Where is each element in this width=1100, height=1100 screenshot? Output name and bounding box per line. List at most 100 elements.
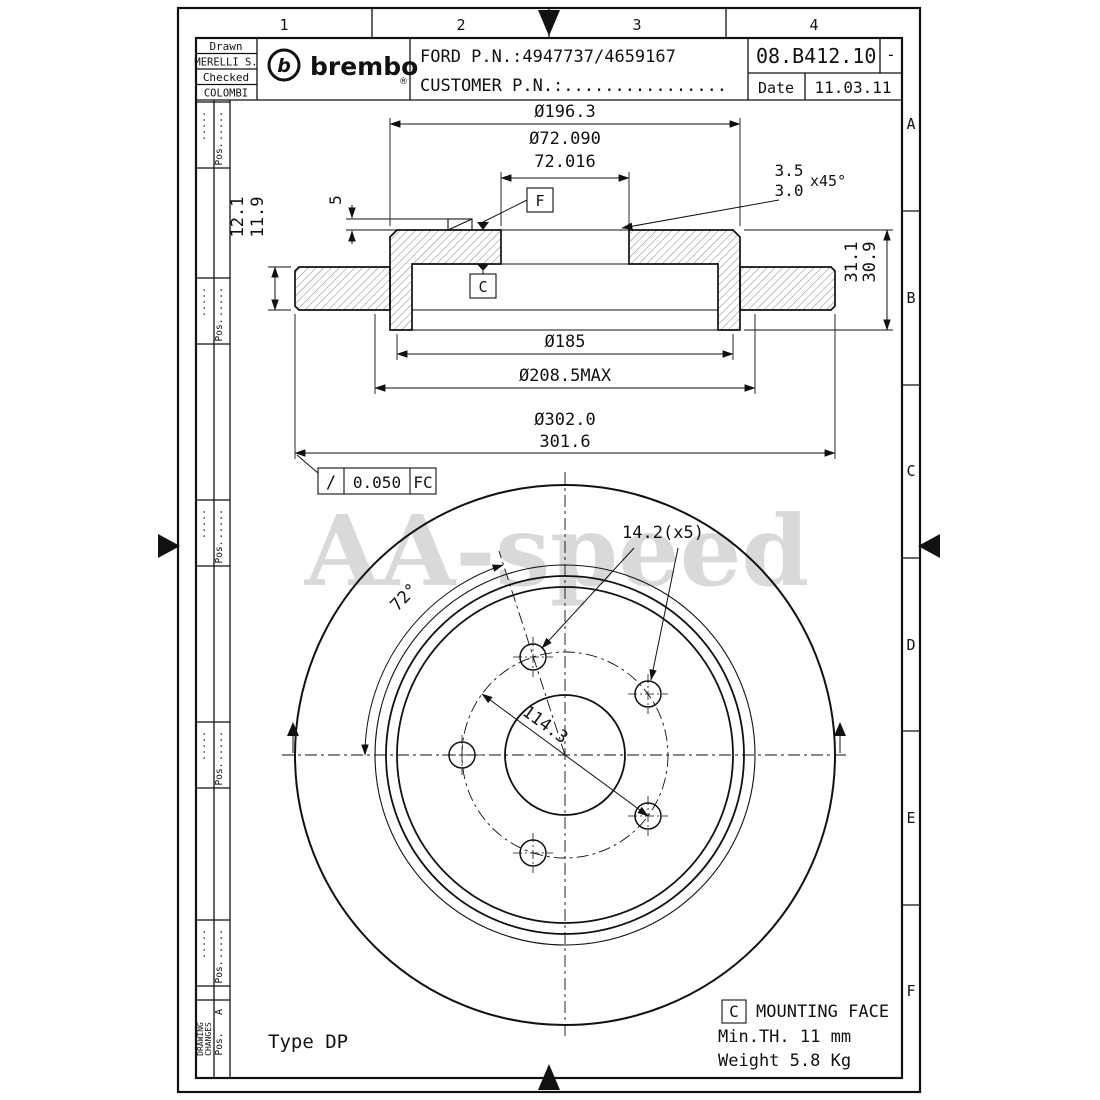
centering-mark-left — [158, 534, 180, 558]
dim-text: 30.9 — [860, 242, 880, 283]
dim-text: 3.5 — [775, 161, 804, 180]
revision-dots: ..... — [197, 509, 208, 539]
pos-label: Pos. — [214, 763, 225, 786]
drawn-name: MERELLI S. — [194, 57, 257, 69]
type-label: Type DP — [268, 1031, 348, 1053]
revision-strip: ..... ..... Pos. ..... ..... Pos. ..... … — [196, 100, 231, 1078]
customer-part-number: CUSTOMER P.N.:................ — [420, 76, 727, 96]
datum-f-flag: F — [477, 187, 554, 230]
grid-row-label: D — [906, 636, 915, 654]
dim-bolt-holes: 14.2(x5) — [541, 523, 704, 681]
grid-row-label: F — [906, 982, 915, 1000]
hat-section-right — [628, 229, 741, 331]
datum-letter: C — [729, 1002, 739, 1021]
dim-text: Ø208.5MAX — [519, 366, 612, 386]
dim-outer-dia: Ø302.0 301.6 — [294, 314, 836, 459]
dim-text: x45° — [810, 172, 846, 190]
revision-dots: ..... — [214, 929, 225, 959]
centering-marks — [158, 10, 940, 1090]
revision-dots: ..... — [197, 929, 208, 959]
weight-note: Weight 5.8 Kg — [718, 1051, 851, 1071]
dim-text: 12.1 — [228, 197, 248, 238]
grid-col-label: 2 — [456, 16, 465, 34]
balance-clip — [447, 218, 473, 231]
drawing-changes-label: CHANGES — [204, 1022, 213, 1056]
brembo-logo-initial: b — [277, 55, 291, 77]
gdt-symbol-icon: / — [326, 473, 336, 493]
dim-text: Ø196.3 — [534, 102, 595, 122]
section-view: Ø196.3 Ø72.090 72.016 3.5 3.0 x45° 12.1 … — [228, 102, 893, 495]
section-arrow-left — [287, 722, 299, 753]
mounting-face-note: C MOUNTING FACE — [721, 999, 889, 1024]
dim-dia-208: Ø208.5MAX — [374, 314, 756, 394]
checked-label: Checked — [203, 71, 249, 84]
mounting-face-text: MOUNTING FACE — [756, 1002, 889, 1022]
registered-mark-icon: ® — [399, 77, 408, 87]
disc-section-geometry — [294, 218, 836, 331]
centering-mark-bottom — [538, 1064, 560, 1090]
dim-text: Ø72.090 — [529, 129, 601, 149]
dim-dia-185: Ø185 — [396, 332, 734, 360]
grid-row-label: E — [906, 809, 915, 827]
dim-text: 72.016 — [534, 152, 595, 172]
gdt-datum: FC — [413, 473, 432, 492]
dim-text: 31.1 — [842, 242, 862, 283]
dim-hat-outer-dia: Ø196.3 — [389, 102, 741, 226]
pos-label: Pos. — [214, 143, 225, 166]
dim-text: 301.6 — [539, 432, 590, 452]
dim-text: 14.2(x5) — [622, 523, 704, 543]
gdt-value: 0.050 — [353, 473, 401, 492]
checked-name: COLOMBI — [204, 88, 248, 100]
dim-text: 5 — [326, 195, 345, 205]
friction-ring-section-right — [739, 266, 836, 311]
dim-five: 5 — [326, 195, 448, 244]
dim-disc-thickness: 12.1 11.9 — [228, 197, 291, 311]
grid-col-label: 3 — [632, 16, 641, 34]
revision-dots: ..... — [197, 731, 208, 761]
grid-row-label: A — [906, 115, 915, 133]
drawn-label: Drawn — [209, 40, 242, 53]
gdt-callout: / 0.050 FC — [296, 454, 437, 495]
centering-mark-right — [918, 534, 940, 558]
notes: Type DP C MOUNTING FACE Min.TH. 11 mm We… — [268, 999, 889, 1071]
dim-chamfer: 3.5 3.0 x45° — [621, 161, 846, 230]
revision-dots: ..... — [214, 509, 225, 539]
dim-text: Ø302.0 — [534, 410, 595, 430]
title-block: Drawn MERELLI S. Checked COLOMBI b bremb… — [194, 38, 902, 101]
grid-row-label: C — [906, 462, 915, 480]
disc-outer-circle — [294, 484, 836, 1026]
date-label: Date — [758, 79, 794, 97]
revision-dots: ..... — [197, 111, 208, 141]
revision-dots: ..... — [214, 731, 225, 761]
dim-text: Ø185 — [545, 332, 586, 352]
pos-label: Pos. — [214, 541, 225, 564]
datum-letter: C — [478, 278, 487, 296]
ford-part-number: FORD P.N.:4947737/4659167 — [420, 47, 676, 67]
datum-c-flag: C — [469, 264, 497, 299]
friction-ring-section-left — [294, 266, 391, 311]
brembo-logo: b brembo ® — [267, 48, 418, 87]
watermark: AA-speed — [304, 494, 809, 608]
drawing-changes-label: DRAWING — [196, 1022, 205, 1056]
datum-triangle-icon — [477, 222, 489, 230]
pos-label: Pos. — [214, 319, 225, 342]
dim-text: 11.9 — [248, 197, 268, 238]
datum-triangle-icon — [477, 264, 489, 271]
datum-letter: F — [535, 192, 544, 210]
revision-dots: ..... — [197, 287, 208, 317]
revision-dots: ..... — [214, 111, 225, 141]
drawing-number: 08.B412.10 — [756, 44, 876, 68]
revision-a-label: A — [214, 1009, 225, 1015]
min-thickness-note: Min.TH. 11 mm — [718, 1027, 851, 1047]
pos-label: Pos. — [214, 961, 225, 984]
dim-overall-height: 31.1 30.9 — [744, 229, 893, 331]
dim-text: 114.3 — [518, 702, 571, 748]
grid-col-label: 1 — [279, 16, 288, 34]
brembo-wordmark: brembo — [310, 52, 418, 81]
revision-cell: - — [886, 45, 896, 64]
date-value: 11.03.11 — [814, 78, 891, 97]
grid-col-label: 4 — [809, 16, 818, 34]
pos-label: Pos. — [214, 1033, 225, 1056]
